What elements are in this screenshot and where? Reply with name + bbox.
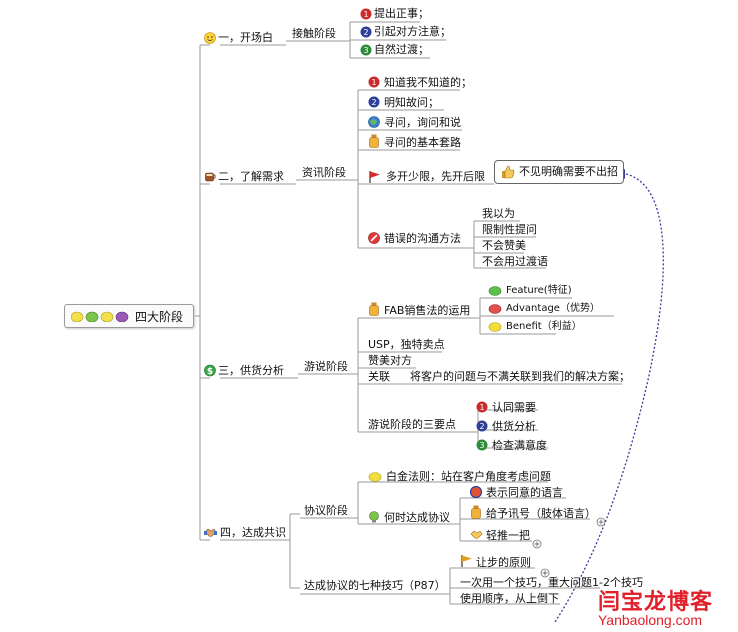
colored-drops-icon xyxy=(71,311,129,322)
callout-label: 不见明确需要不出招 xyxy=(519,165,618,178)
fab-advantage[interactable]: Advantage（优势） xyxy=(506,303,600,314)
svg-text:1: 1 xyxy=(371,78,376,87)
number-2-icon: 2 xyxy=(368,96,380,108)
bottle-icon xyxy=(369,302,379,316)
b1-item-3[interactable]: 自然过渡； xyxy=(374,43,429,56)
technique-3[interactable]: 使用顺序，从上倒下 xyxy=(460,592,559,605)
point-3[interactable]: 检查满意度 xyxy=(492,439,547,452)
technique-1[interactable]: 让步的原则 xyxy=(476,556,531,569)
b3-item-praise[interactable]: 赞美对方 xyxy=(368,354,412,367)
relationship-line xyxy=(554,173,664,623)
handshake-icon xyxy=(470,530,483,539)
bottle-icon xyxy=(471,505,481,519)
bottle-icon xyxy=(369,134,379,148)
wrong-method-4[interactable]: 不会用过渡语 xyxy=(482,255,548,268)
red-flag-icon xyxy=(369,171,380,183)
globe-icon xyxy=(368,116,380,128)
svg-text:3: 3 xyxy=(479,441,484,450)
connector-lines xyxy=(192,21,622,605)
fab-feature[interactable]: Feature(特征) xyxy=(506,285,572,296)
no-entry-icon xyxy=(470,486,482,498)
b3-item-usp[interactable]: USP，独特卖点 xyxy=(368,338,445,351)
svg-text:$: $ xyxy=(207,367,213,377)
number-2-icon: 2 xyxy=(476,420,488,432)
svg-text:1: 1 xyxy=(479,403,484,412)
number-1-icon: 1 xyxy=(360,8,372,20)
svg-text:1: 1 xyxy=(363,10,368,19)
branch-1-sub-label[interactable]: 接触阶段 xyxy=(292,27,336,40)
number-2-icon: 2 xyxy=(360,26,372,38)
flag-icon xyxy=(461,555,472,567)
smiley-icon xyxy=(204,32,216,44)
b2-item-3[interactable]: 寻问，询问和说 xyxy=(384,116,461,129)
point-1[interactable]: 认同需要 xyxy=(492,401,536,414)
wrong-method-1[interactable]: 我以为 xyxy=(482,207,515,220)
number-3-icon: 3 xyxy=(360,44,372,56)
branch-3-label[interactable]: 三，供货分析 xyxy=(218,364,284,377)
b1-item-2[interactable]: 引起对方注意； xyxy=(374,25,451,38)
b4-item-when[interactable]: 何时达成协议 xyxy=(384,511,450,524)
number-1-icon: 1 xyxy=(368,76,380,88)
number-3-icon: 3 xyxy=(476,439,488,451)
when-2[interactable]: 给予讯号（肢体语言） xyxy=(486,507,596,520)
dollar-icon: $ xyxy=(204,364,216,377)
branch-4-label[interactable]: 四，达成共识 xyxy=(220,526,286,539)
b4-item-platinum[interactable]: 白金法则：站在客户角度考虑问题 xyxy=(386,470,551,483)
root-label: 四大阶段 xyxy=(135,310,184,324)
b3-item-association[interactable]: 关联 xyxy=(368,370,390,383)
watermark-url: Yanbaolong.com xyxy=(598,612,703,628)
yellow-drop-icon xyxy=(488,322,502,332)
branch-1-label[interactable]: 一，开场白 xyxy=(218,31,273,44)
red-drop-icon xyxy=(488,304,502,314)
b3-item-three-points[interactable]: 游说阶段的三要点 xyxy=(368,418,456,431)
b2-item-5[interactable]: 多开少限，先开后限 xyxy=(386,170,485,183)
svg-text:3: 3 xyxy=(363,46,368,55)
root-topic[interactable]: 四大阶段 xyxy=(64,304,194,328)
coffee-icon xyxy=(205,172,216,182)
b1-item-1[interactable]: 提出正事； xyxy=(374,7,429,20)
branch-2-sub-label[interactable]: 资讯阶段 xyxy=(302,166,346,179)
when-3[interactable]: 轻推一把 xyxy=(486,529,530,542)
wrong-method-3[interactable]: 不会赞美 xyxy=(482,239,526,252)
yellow-drop-icon xyxy=(368,472,382,482)
branch-4-sub-2-label[interactable]: 达成协议的七种技巧（P87） xyxy=(304,579,446,592)
fab-benefit[interactable]: Benefit（利益） xyxy=(506,321,582,332)
b2-item-4[interactable]: 寻问的基本套路 xyxy=(384,136,461,149)
branch-2-label[interactable]: 二，了解需求 xyxy=(218,170,284,183)
svg-text:2: 2 xyxy=(371,98,376,107)
wrong-method-2[interactable]: 限制性提问 xyxy=(482,223,537,236)
green-drop-icon xyxy=(488,286,502,296)
handshake-icon xyxy=(204,528,217,537)
b2-item-6[interactable]: 错误的沟通方法 xyxy=(384,232,461,245)
callout-box[interactable]: 不见明确需要不出招 xyxy=(494,160,624,184)
branch-4-sub-1-label[interactable]: 协议阶段 xyxy=(304,504,348,517)
association-detail[interactable]: 将客户的问题与不满关联到我们的解决方案； xyxy=(410,370,630,383)
branch-3-sub-label[interactable]: 游说阶段 xyxy=(304,360,348,373)
thumbs-up-icon xyxy=(502,165,515,179)
b2-item-1[interactable]: 知道我不知道的； xyxy=(384,76,472,89)
b3-item-fab[interactable]: FAB销售法的运用 xyxy=(384,304,471,317)
watermark-title: 闫宝龙博客 xyxy=(598,590,714,615)
when-1[interactable]: 表示同意的语言 xyxy=(486,486,563,499)
svg-text:2: 2 xyxy=(479,422,484,431)
technique-2[interactable]: 一次用一个技巧，重大问题1-2个技巧 xyxy=(460,576,643,589)
point-2[interactable]: 供货分析 xyxy=(492,420,536,433)
lightbulb-icon xyxy=(369,511,379,523)
b2-item-2[interactable]: 明知故问； xyxy=(384,96,439,109)
no-entry-icon xyxy=(368,232,380,244)
svg-text:2: 2 xyxy=(363,28,368,37)
number-1-icon: 1 xyxy=(476,401,488,413)
